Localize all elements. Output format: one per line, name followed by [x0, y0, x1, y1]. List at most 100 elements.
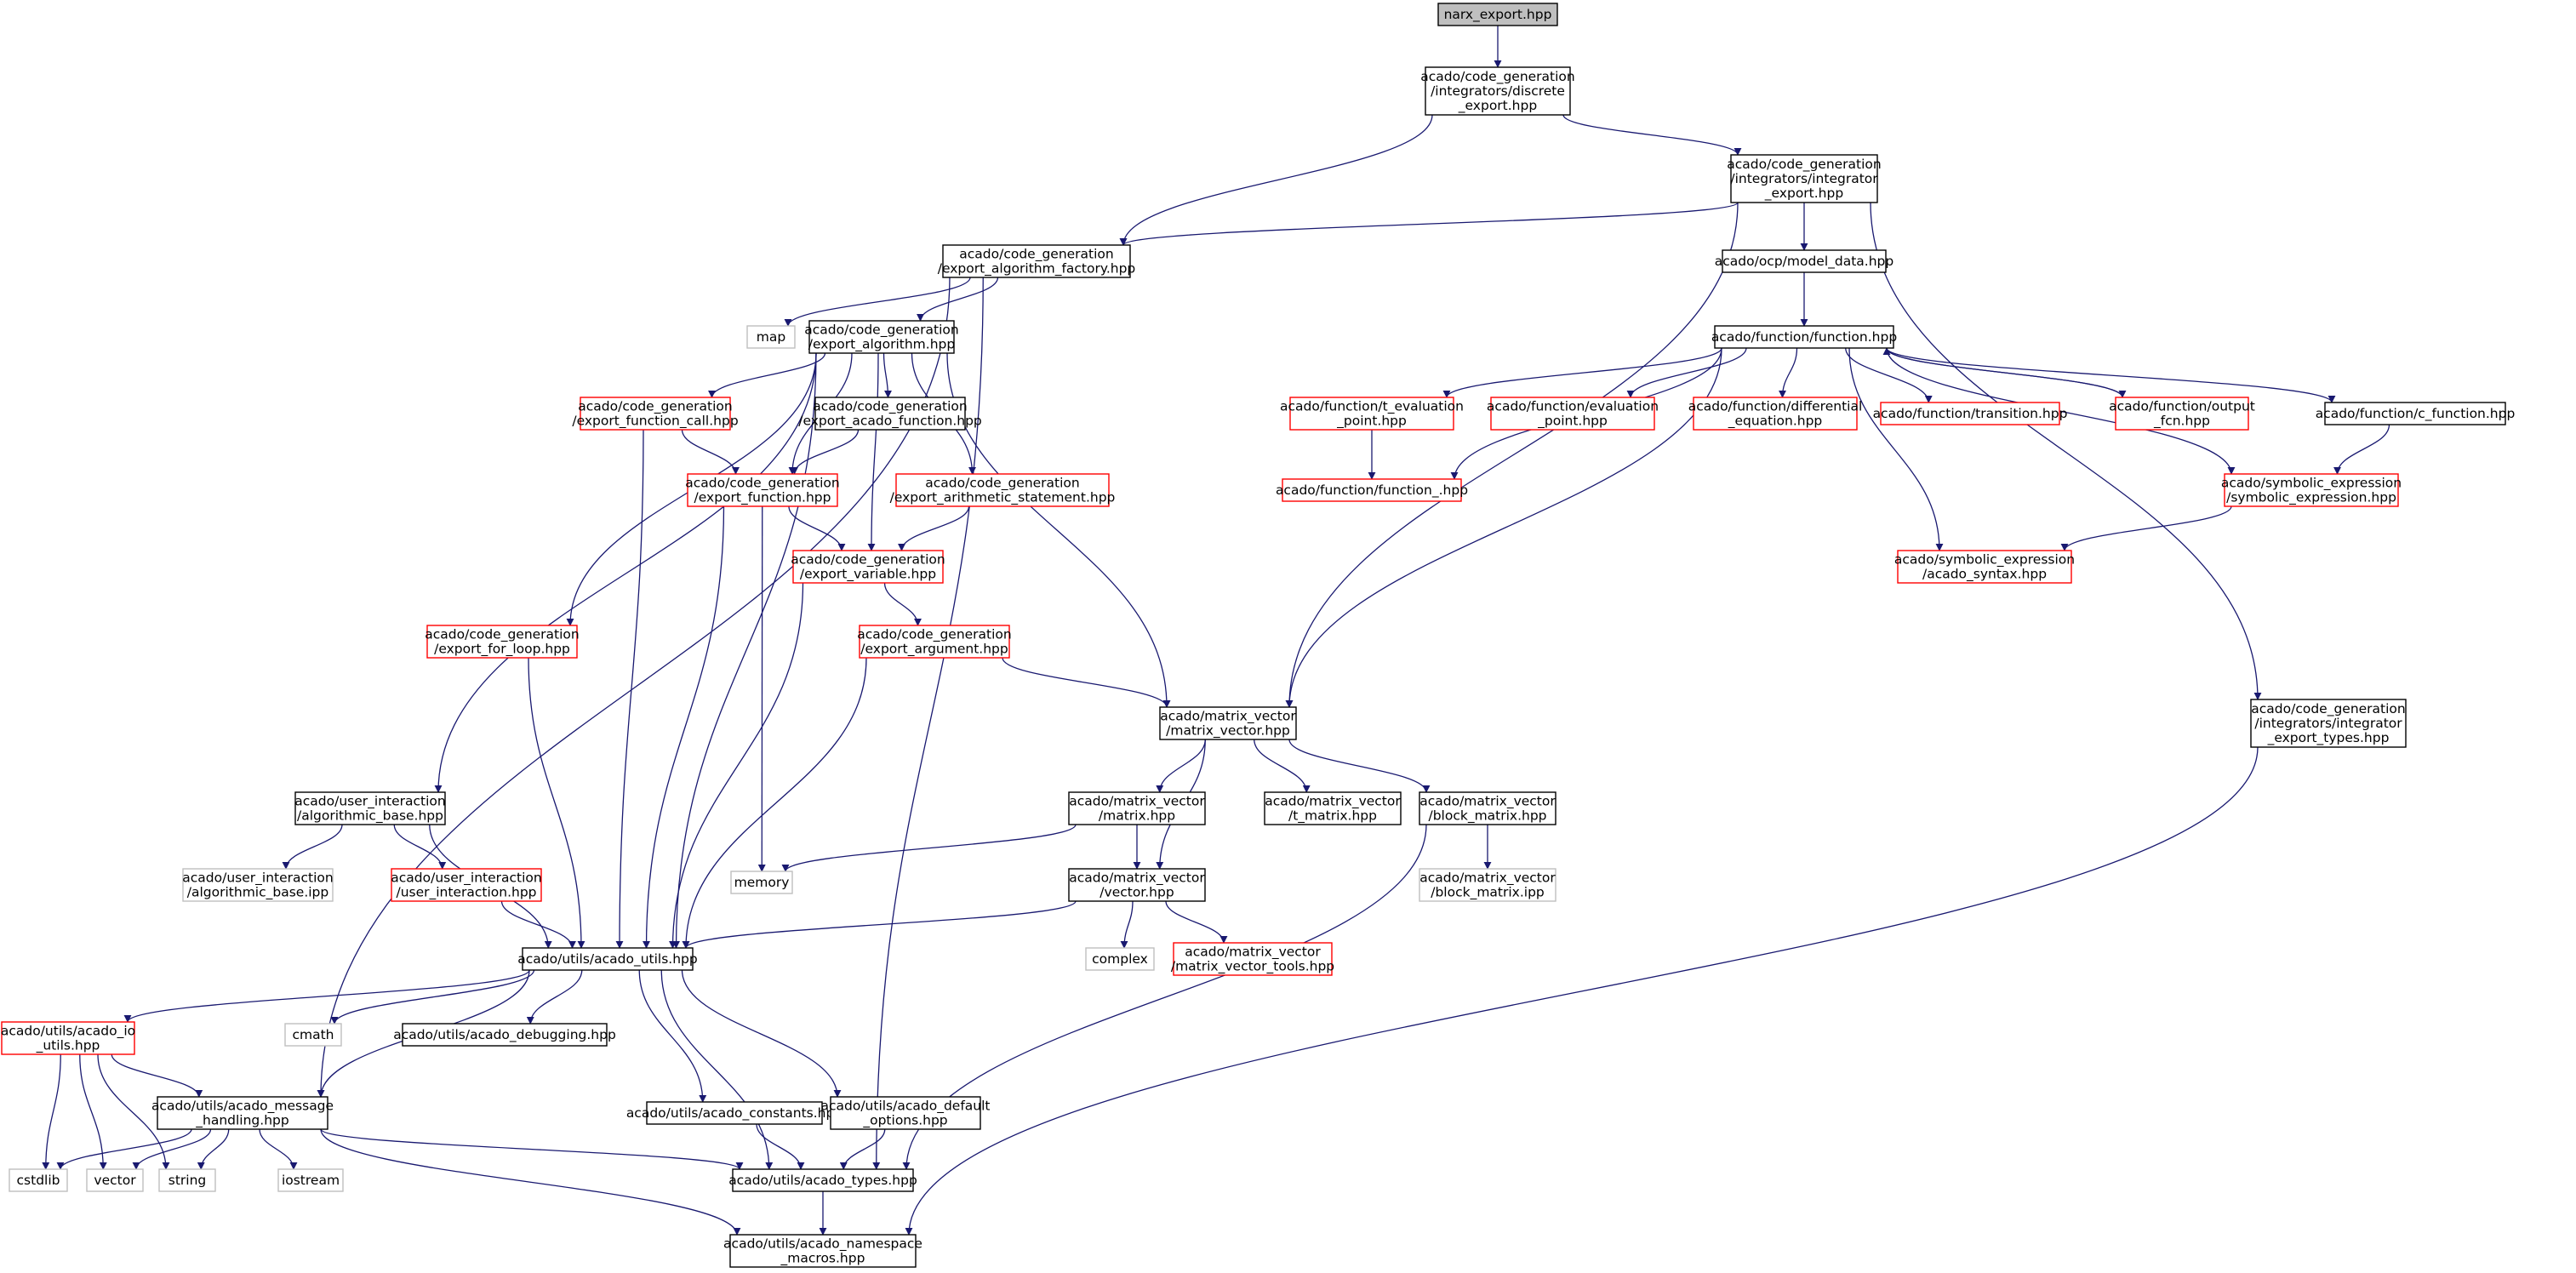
- node-modeldata[interactable]: acado/ocp/model_data.hpp: [1715, 249, 1893, 273]
- edge-message-to-namespace: [320, 1128, 741, 1236]
- node-message[interactable]: acado/utils/acado_message_handling.hpp: [151, 1096, 334, 1130]
- node-utils[interactable]: acado/utils/acado_utils.hpp: [517, 947, 698, 971]
- edge-algorithm-to-fcall: [708, 352, 826, 398]
- node-discrete[interactable]: acado/code_generation/integrators/discre…: [1420, 66, 1575, 116]
- edge-message-to-vec: [132, 1128, 212, 1170]
- node-label-line: _export.hpp: [1764, 186, 1843, 202]
- node-label-line: acado/utils/acado_io: [1, 1024, 135, 1040]
- node-function[interactable]: acado/function/function.hpp: [1711, 325, 1897, 349]
- node-diffeq[interactable]: acado/function/differential_equation.hpp: [1688, 397, 1863, 431]
- edge-message-to-iostream: [259, 1128, 298, 1170]
- node-narx[interactable]: narx_export.hpp: [1437, 3, 1558, 26]
- node-fcall[interactable]: acado/code_generation/export_function_ca…: [572, 397, 739, 431]
- edge-factory-to-algorithm: [917, 277, 999, 322]
- node-exportfn[interactable]: acado/code_generation/export_function.hp…: [685, 473, 840, 507]
- node-box: [942, 244, 1131, 278]
- node-box: [732, 1168, 914, 1192]
- node-box: [277, 1168, 344, 1192]
- node-evalpt[interactable]: acado/function/evaluation_point.hpp: [1487, 397, 1659, 431]
- edge-function-to-diffeq: [1779, 347, 1798, 398]
- edge-argument-to-matvec: [1002, 657, 1171, 708]
- node-constants[interactable]: acado/utils/acado_constants.hpp: [626, 1101, 842, 1125]
- node-label-line: acado/code_generation: [804, 323, 959, 339]
- node-box: [1068, 791, 1206, 825]
- edge-vector-to-utils: [682, 900, 1077, 949]
- node-label-line: /export_argument.hpp: [860, 642, 1008, 658]
- node-acadofn[interactable]: acado/code_generation/export_acado_funct…: [798, 397, 982, 431]
- node-arith[interactable]: acado/code_generation/export_arithmetic_…: [890, 473, 1116, 507]
- edge-discrete-to-integrator: [1562, 114, 1742, 156]
- node-complex: complex: [1085, 947, 1155, 971]
- edge-message-to-types: [320, 1128, 744, 1170]
- node-variable[interactable]: acado/code_generation/export_variable.hp…: [791, 550, 945, 584]
- node-defaults[interactable]: acado/utils/acado_default_options.hpp: [820, 1096, 991, 1130]
- node-types[interactable]: acado/utils/acado_types.hpp: [728, 1168, 917, 1192]
- edge-ioutils-to-message: [111, 1053, 203, 1098]
- edge-output-to-function: [1882, 347, 2123, 398]
- node-iostream: iostream: [277, 1168, 344, 1192]
- node-forloop[interactable]: acado/code_generation/export_for_loop.hp…: [425, 625, 580, 659]
- node-mvtools[interactable]: acado/matrix_vector/matrix_vector_tools.…: [1171, 942, 1334, 976]
- edge-matvec-to-matrix: [1156, 739, 1206, 793]
- node-symexpr[interactable]: acado/symbolic_expression/symbolic_expre…: [2221, 473, 2402, 507]
- edge-utils-to-constants: [638, 969, 707, 1103]
- node-cmath: cmath: [284, 1023, 342, 1047]
- node-label-line: acado/function/transition.hpp: [1873, 406, 2068, 421]
- node-function_[interactable]: acado/function/function_.hpp: [1276, 478, 1468, 502]
- node-debugging[interactable]: acado/utils/acado_debugging.hpp: [393, 1023, 616, 1047]
- node-label-line: acado/symbolic_expression: [1894, 552, 2075, 568]
- node-matrix[interactable]: acado/matrix_vector/matrix.hpp: [1068, 791, 1206, 825]
- node-teval[interactable]: acado/function/t_evaluation_point.hpp: [1280, 397, 1464, 431]
- edge-defaults-to-types: [839, 1128, 886, 1170]
- node-cfunction[interactable]: acado/function/c_function.hpp: [2316, 402, 2516, 425]
- node-inttypes[interactable]: acado/code_generation/integrators/integr…: [2250, 699, 2407, 748]
- node-box: [830, 1096, 981, 1130]
- node-syntax[interactable]: acado/symbolic_expression/acado_syntax.h…: [1894, 550, 2075, 584]
- node-box: [2224, 473, 2399, 507]
- node-argument[interactable]: acado/code_generation/export_argument.hp…: [857, 625, 1012, 659]
- node-integrator[interactable]: acado/code_generation/integrators/integr…: [1727, 154, 1882, 203]
- node-label-line: /export_variable.hpp: [800, 567, 936, 583]
- node-box: [294, 791, 446, 825]
- node-algorithm[interactable]: acado/code_generation/export_algorithm.h…: [804, 320, 959, 354]
- node-namespace[interactable]: acado/utils/acado_namespace_macros.hpp: [723, 1234, 922, 1268]
- node-label-line: acado/matrix_vector: [1069, 794, 1205, 810]
- node-box: [814, 397, 966, 431]
- node-box: [1085, 947, 1155, 971]
- node-tmatrix[interactable]: acado/matrix_vector/t_matrix.hpp: [1264, 791, 1402, 825]
- node-matvec[interactable]: acado/matrix_vector/matrix_vector.hpp: [1159, 706, 1297, 740]
- node-label-line: _export_types.hpp: [2267, 730, 2390, 746]
- node-box: [402, 1023, 608, 1047]
- node-label-line: acado/matrix_vector: [1160, 709, 1296, 725]
- node-userinter[interactable]: acado/user_interaction/user_interaction.…: [391, 868, 542, 902]
- node-label-line: cstdlib: [17, 1173, 60, 1188]
- node-box: [1282, 478, 1462, 502]
- node-box: [391, 868, 542, 902]
- node-output[interactable]: acado/function/output_fcn.hpp: [2109, 397, 2255, 431]
- edge-utils-to-cmath: [330, 969, 535, 1025]
- node-label-line: acado/matrix_vector: [1419, 871, 1556, 887]
- node-transition[interactable]: acado/function/transition.hpp: [1873, 402, 2068, 425]
- node-vector[interactable]: acado/matrix_vector/vector.hpp: [1068, 868, 1206, 902]
- node-label-line: acado/matrix_vector: [1419, 794, 1556, 810]
- node-algobaseipp: acado/user_interaction/algorithmic_base.…: [182, 868, 334, 902]
- node-label-line: acado/utils/acado_utils.hpp: [517, 951, 697, 968]
- node-label-line: /matrix_vector.hpp: [1166, 723, 1290, 739]
- node-label-line: _macros.hpp: [780, 1251, 865, 1267]
- edge-integrator-to-matvec: [1285, 202, 1739, 708]
- node-ioutils[interactable]: acado/utils/acado_io_utils.hpp: [1, 1021, 135, 1055]
- node-memory: memory: [730, 871, 793, 894]
- edge-algorithm-to-variable: [867, 352, 879, 551]
- edge-utils-to-debugging: [526, 969, 583, 1025]
- node-label-line: acado/matrix_vector: [1185, 945, 1321, 961]
- node-label-line: acado/utils/acado_debugging.hpp: [393, 1027, 616, 1043]
- node-factory[interactable]: acado/code_generation/export_algorithm_f…: [938, 244, 1136, 278]
- edge-argument-to-utils: [682, 657, 867, 949]
- node-label-line: memory: [734, 875, 790, 890]
- edge-userinter-to-utils: [500, 900, 576, 949]
- node-label-line: _point.hpp: [1336, 414, 1407, 430]
- node-blockmatrix[interactable]: acado/matrix_vector/block_matrix.hpp: [1419, 791, 1556, 825]
- edge-fcall-to-utils: [615, 429, 644, 949]
- node-algobase[interactable]: acado/user_interaction/algorithmic_base.…: [294, 791, 446, 825]
- node-box: [2250, 699, 2407, 748]
